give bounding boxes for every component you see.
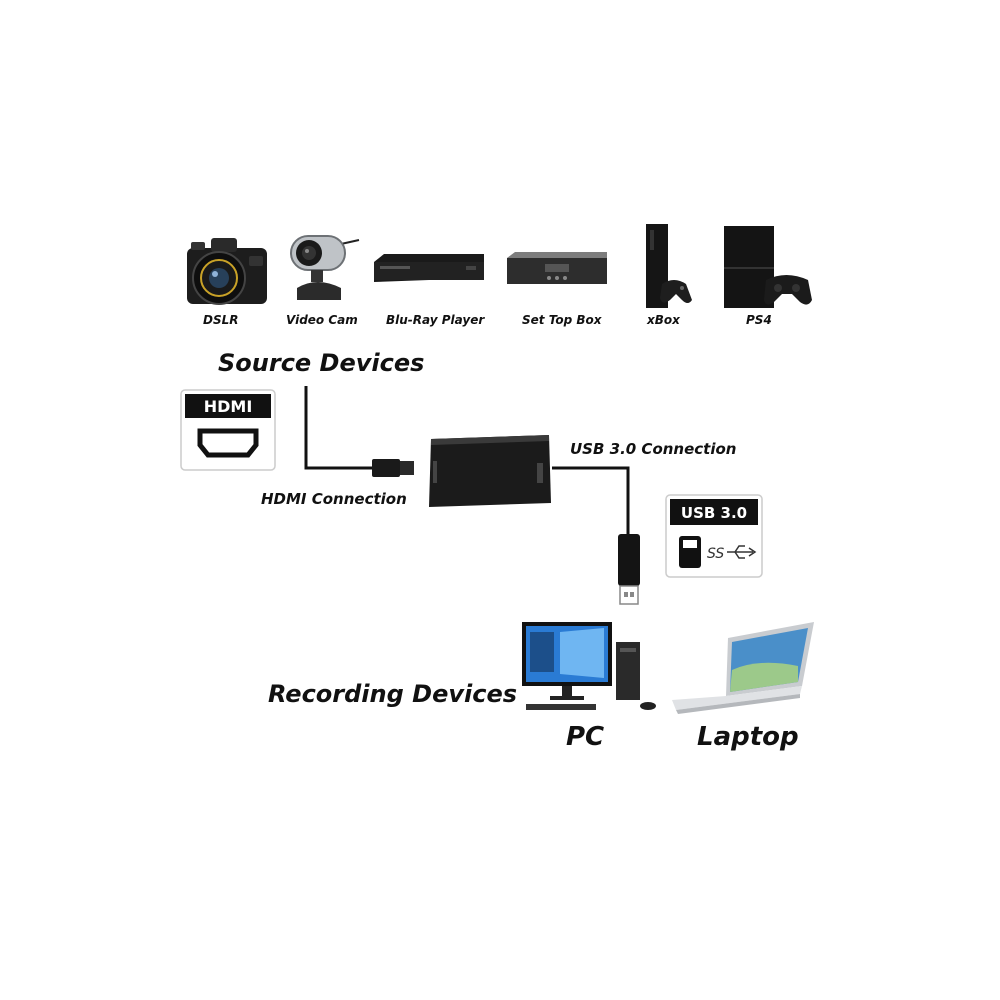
usb3-badge: USB 3.0 SS	[665, 494, 763, 578]
recording-devices-heading: Recording Devices	[268, 680, 517, 708]
xbox-console-icon	[646, 224, 692, 308]
device-label-xbox: xBox	[647, 313, 680, 327]
usb-cable	[552, 466, 630, 534]
usb-plug-icon	[618, 534, 640, 605]
set-top-box-icon	[507, 252, 607, 284]
device-label-video-cam: Video Cam	[286, 313, 358, 327]
hdmi-badge-title: HDMI	[204, 397, 253, 416]
device-label-ps4: PS4	[746, 313, 772, 327]
usb-ss-text: SS	[707, 546, 724, 562]
bluray-player-icon	[374, 254, 484, 282]
source-devices-heading: Source Devices	[218, 349, 425, 377]
laptop-label: Laptop	[697, 722, 799, 752]
device-label-dslr: DSLR	[203, 313, 239, 327]
hdmi-connection-label: HDMI Connection	[261, 490, 407, 508]
pc-label: PC	[566, 722, 605, 752]
hdmi-plug-icon	[372, 459, 414, 477]
hdmi-cable	[304, 386, 372, 470]
webcam-icon	[290, 235, 360, 300]
capture-card-icon	[429, 435, 551, 507]
dslr-camera-icon	[187, 238, 267, 305]
laptop-icon	[672, 622, 814, 714]
usb-connection-label: USB 3.0 Connection	[570, 440, 737, 458]
desktop-pc-icon	[522, 622, 656, 710]
ps4-console-icon	[724, 226, 812, 308]
hdmi-badge: HDMI	[180, 389, 276, 471]
usb3-badge-title: USB 3.0	[681, 504, 747, 522]
device-label-bluray: Blu-Ray Player	[386, 313, 485, 327]
device-label-set-top-box: Set Top Box	[522, 313, 602, 327]
